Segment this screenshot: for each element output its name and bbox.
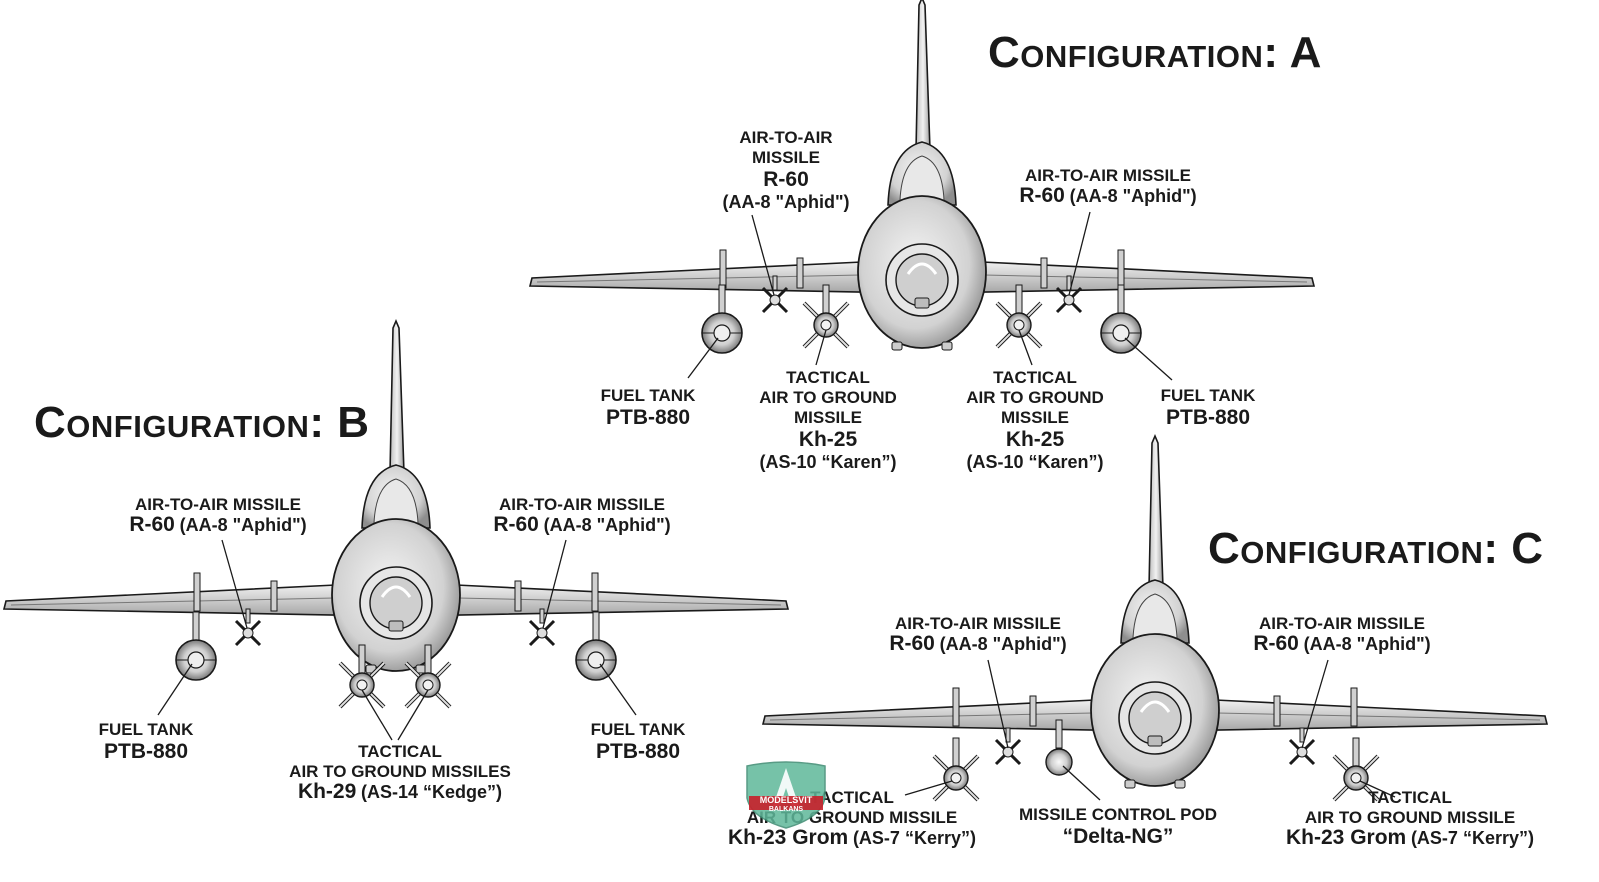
label-line: MISSILE CONTROL POD	[1018, 805, 1218, 824]
label-a-aam-right: AIR-TO-AIR MISSILE R-60 (AA-8 "Aphid")	[1006, 166, 1210, 207]
label-name: R-60	[1253, 632, 1299, 655]
label-c-pod: MISSILE CONTROL POD “Delta-NG”	[1010, 805, 1226, 849]
label-line: AIR-TO-AIR	[739, 128, 833, 147]
label-alt: (AA-8 "Aphid")	[722, 192, 850, 212]
label-line: AIR-TO-AIR MISSILE	[1259, 614, 1425, 633]
a-fuel-tank-left	[701, 284, 743, 354]
label-line: MISSILE	[751, 148, 820, 167]
label-alt: (AS-7 “Kerry”)	[1410, 828, 1534, 848]
label-line: TACTICAL	[1368, 788, 1452, 807]
label-name: R-60	[889, 632, 935, 655]
label-line: MISSILE	[1000, 408, 1069, 427]
label-name: Kh-25	[1005, 428, 1065, 451]
label-name: R-60	[763, 168, 809, 191]
b-r60-left	[234, 607, 262, 647]
label-name: Kh-23 Grom	[728, 826, 849, 849]
label-alt: (AA-8 "Aphid")	[939, 634, 1067, 654]
label-alt: (AS-10 “Karen”)	[966, 452, 1104, 472]
label-b-aam-right: AIR-TO-AIR MISSILE R-60 (AA-8 "Aphid")	[476, 495, 688, 536]
label-a-tank-right: FUEL TANK PTB-880	[1148, 386, 1268, 430]
logo-name: MODELSVIT	[759, 795, 813, 805]
label-a-agm-left: TACTICAL AIR TO GROUND MISSILE Kh-25 (AS…	[748, 368, 908, 472]
label-name: PTB-880	[1165, 406, 1251, 429]
title-config-b: Configuration: B	[34, 398, 370, 447]
logo-sub: BALKANS	[768, 806, 804, 813]
label-line: FUEL TANK	[1160, 386, 1256, 405]
label-b-tank-left: FUEL TANK PTB-880	[86, 720, 206, 764]
label-name: R-60	[1019, 184, 1065, 207]
label-line: MISSILE	[793, 408, 862, 427]
label-line: FUEL TANK	[600, 386, 696, 405]
label-line: FUEL TANK	[590, 720, 686, 739]
title-config-a: Configuration: A	[988, 28, 1322, 77]
label-line: AIR-TO-AIR MISSILE	[499, 495, 665, 514]
label-line: AIR TO GROUND	[966, 388, 1104, 407]
label-name: Kh-25	[798, 428, 858, 451]
label-alt: (AS-7 “Kerry”)	[852, 828, 976, 848]
label-name: “Delta-NG”	[1062, 825, 1174, 848]
title-config-c: Configuration: C	[1208, 524, 1544, 573]
label-line: AIR TO GROUND	[759, 388, 897, 407]
label-b-aam-left: AIR-TO-AIR MISSILE R-60 (AA-8 "Aphid")	[112, 495, 324, 536]
label-a-tank-left: FUEL TANK PTB-880	[588, 386, 708, 430]
label-name: R-60	[493, 513, 539, 536]
modelsvit-logo	[746, 761, 826, 829]
label-name: PTB-880	[595, 740, 681, 763]
b-fuel-tank-left	[175, 611, 217, 681]
label-line: FUEL TANK	[98, 720, 194, 739]
label-alt: (AS-14 “Kedge”)	[361, 782, 503, 802]
logo-text: MODELSVIT BALKANS	[749, 795, 823, 815]
label-line: AIR TO GROUND MISSILE	[1304, 808, 1516, 827]
a-kh25-right	[995, 283, 1043, 349]
label-line: AIR-TO-AIR MISSILE	[1025, 166, 1191, 185]
label-line: TACTICAL	[993, 368, 1077, 387]
label-c-aam-right: AIR-TO-AIR MISSILE R-60 (AA-8 "Aphid")	[1236, 614, 1448, 655]
label-alt: (AA-8 "Aphid")	[1303, 634, 1431, 654]
label-name: Kh-29	[297, 780, 357, 803]
label-name: PTB-880	[605, 406, 691, 429]
label-b-tank-right: FUEL TANK PTB-880	[578, 720, 698, 764]
label-name: PTB-880	[103, 740, 189, 763]
label-b-agm: TACTICAL AIR TO GROUND MISSILES Kh-29 (A…	[280, 742, 520, 803]
label-alt: (AA-8 "Aphid")	[543, 515, 671, 535]
label-line: TACTICAL	[786, 368, 870, 387]
label-line: AIR-TO-AIR MISSILE	[135, 495, 301, 514]
label-a-agm-right: TACTICAL AIR TO GROUND MISSILE Kh-25 (AS…	[955, 368, 1115, 472]
label-line: AIR TO GROUND MISSILES	[289, 762, 511, 781]
label-line: AIR-TO-AIR MISSILE	[895, 614, 1061, 633]
label-name: Kh-23 Grom	[1286, 826, 1407, 849]
b-fuel-tank-right	[575, 611, 617, 681]
label-alt: (AA-8 "Aphid")	[1069, 186, 1197, 206]
label-c-agm-right: TACTICAL AIR TO GROUND MISSILE Kh-23 Gro…	[1264, 788, 1556, 849]
a-fuel-tank-right	[1100, 284, 1142, 354]
label-alt: (AS-10 “Karen”)	[759, 452, 897, 472]
a-kh25-left	[802, 283, 850, 349]
leader-lines	[157, 211, 1396, 801]
label-line: TACTICAL	[810, 788, 894, 807]
label-alt: (AA-8 "Aphid")	[179, 515, 307, 535]
label-line: TACTICAL	[358, 742, 442, 761]
label-c-aam-left: AIR-TO-AIR MISSILE R-60 (AA-8 "Aphid")	[872, 614, 1084, 655]
label-a-aam-left: AIR-TO-AIR MISSILE R-60 (AA-8 "Aphid")	[706, 128, 866, 212]
label-name: R-60	[129, 513, 175, 536]
